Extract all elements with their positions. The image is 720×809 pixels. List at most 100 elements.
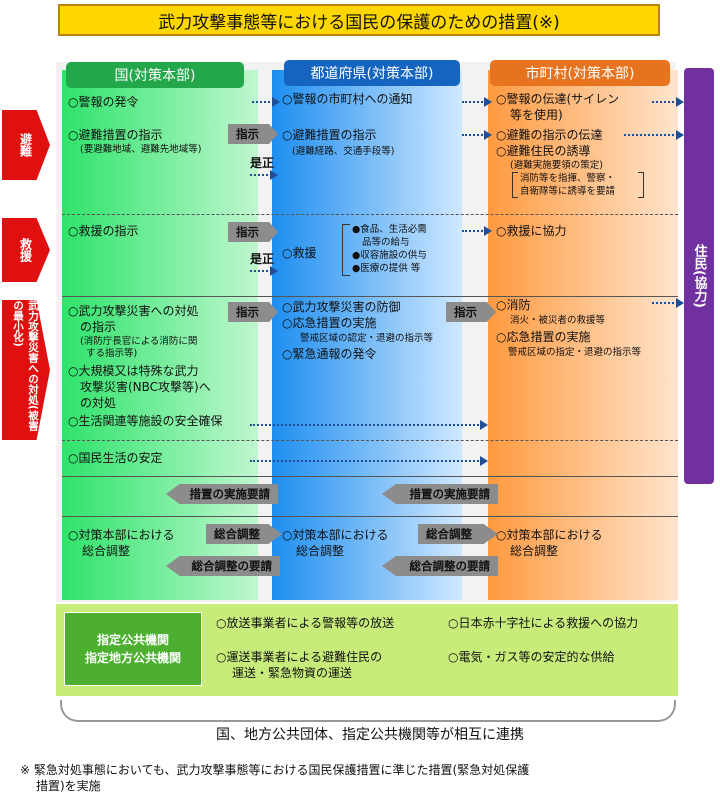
ken-kyuen-item2: ●収容施設の供与 <box>352 250 427 261</box>
row-divider-1 <box>62 214 678 215</box>
ken-okyu-sochi: ○応急措置の実施 <box>282 316 377 330</box>
designated-label-1: 指定公共機関 <box>96 633 169 647</box>
dotted-arrow-head <box>676 130 684 140</box>
shi-shobo-sub: 消火・被災者の救援等 <box>510 315 606 326</box>
resident-bar: 住民(協力) <box>684 68 714 484</box>
dotted-arrow-head <box>484 130 492 140</box>
ken-kyuen-brace <box>342 224 350 276</box>
cooperation-text: 国、地方公共団体、指定公共機関等が相互に連携 <box>160 724 580 746</box>
shi-sogo-chosei-2: 総合調整 <box>510 544 559 558</box>
row-label-kyuen: 救援 <box>2 218 50 282</box>
dotted-arrow-head <box>484 226 492 236</box>
row-divider-5 <box>62 516 678 517</box>
shi-kyuen-kyoryoku: ○救援に協力 <box>496 224 567 238</box>
ken-sogo-chosei-1: ○対策本部における <box>282 528 389 542</box>
designated-item-3b: 運送・緊急物資の運送 <box>232 666 353 680</box>
arrow-sogo-chosei-yousei-2: 総合調整の要請 <box>382 556 498 576</box>
label-zesei-hinan: 是正 <box>250 156 275 170</box>
column-kuni <box>62 70 258 600</box>
arrow-sochi-yousei-1: 措置の実施要請 <box>166 484 278 504</box>
cooperation-brace <box>60 700 676 722</box>
shi-yudo-brace-right <box>638 172 644 198</box>
arrow-shiji-kyuen: 指示 <box>228 222 278 242</box>
dotted-arrow-shisetsu <box>250 424 482 426</box>
kuni-nbc-3: の対処 <box>80 396 117 410</box>
row-divider-4 <box>62 476 678 477</box>
kuni-shobo-sub1: (消防庁長官による消防に関 <box>80 336 198 347</box>
arrow-sogo-chosei-2: 総合調整 <box>418 524 498 544</box>
arrow-shiji-saigai-2: 指示 <box>446 302 496 322</box>
kuni-nbc-1: ○大規模又は特殊な武力 <box>68 364 199 378</box>
dotted-arrow-zesei-1 <box>250 174 272 176</box>
header-ken: 都道府県(対策本部) <box>284 60 460 86</box>
ken-bogyo: ○武力攻撃災害の防御 <box>282 300 401 314</box>
ken-hinan-shiji: ○避難措置の指示 <box>282 128 377 142</box>
dotted-arrow-keiho-1 <box>252 101 274 103</box>
ken-kinkyu-tsuho: ○緊急通報の発令 <box>282 347 377 361</box>
designated-item-2: ○日本赤十字社による救援への協力 <box>448 616 639 630</box>
shi-hinan-yudo-sub3: 自衛隊等に誘導を要請 <box>520 186 616 197</box>
dotted-arrow-head <box>676 97 684 107</box>
kuni-kyuen-shiji: ○救援の指示 <box>68 224 139 238</box>
ken-kyuen-item1b: 品等の給与 <box>362 237 410 248</box>
shi-hinan-yudo-sub1: (避難実施要領の策定) <box>510 160 603 171</box>
dotted-arrow-head <box>676 298 684 308</box>
column-ken <box>272 70 462 600</box>
row-label-buryoku: 武力攻撃災害への対処(被害の最小化) <box>2 300 50 440</box>
shi-hinan-yudo: ○避難住民の誘導 <box>496 144 591 158</box>
arrow-shiji-hinan: 指示 <box>228 124 278 144</box>
dotted-arrow-seikatsu <box>250 460 482 462</box>
arrow-sochi-yousei-2: 措置の実施要請 <box>382 484 498 504</box>
dotted-arrow-head <box>480 456 488 466</box>
designated-item-4: ○電気・ガス等の安定的な供給 <box>448 650 615 664</box>
designated-label-2: 指定地方公共機関 <box>84 651 181 665</box>
kuni-shisetsu-anzen: ○生活関連等施設の安全確保 <box>68 414 223 428</box>
row-label-hinan: 避難 <box>2 110 50 180</box>
kuni-keiho: ○警報の発令 <box>68 95 139 109</box>
footnote-line1: ※ 緊急対処事態においても、武力攻撃事態等における国民保護措置に準じた措置(緊急… <box>20 763 530 777</box>
header-kuni: 国(対策本部) <box>66 62 244 88</box>
kuni-sogo-chosei-1: ○対策本部における <box>68 528 175 542</box>
footnote-line2: 措置)を実施 <box>36 779 101 793</box>
kuni-hinan-shiji: ○避難措置の指示 <box>68 128 163 142</box>
ken-kyuen-item3: ●医療の提供 等 <box>352 263 421 274</box>
shi-shobo: ○消防 <box>496 298 531 312</box>
shi-keiho-dentatsu-2: 等を使用) <box>510 108 563 122</box>
designated-item-1: ○放送事業者による警報等の放送 <box>216 616 395 630</box>
dotted-arrow-zesei-2 <box>250 270 272 272</box>
ken-okyu-sub: 警戒区域の認定・退避の指示等 <box>300 333 434 344</box>
dotted-arrow-keiho-2 <box>462 101 486 103</box>
header-shi: 市町村(対策本部) <box>490 60 670 86</box>
shi-okyu-sub: 警戒区域の指定・退避の指示等 <box>508 347 642 358</box>
ken-sogo-chosei-2: 総合調整 <box>296 544 345 558</box>
dotted-arrow-head <box>270 170 278 180</box>
arrow-sogo-chosei-1: 総合調整 <box>206 524 282 544</box>
dotted-arrow-kyuen-2 <box>462 230 486 232</box>
page-title: 武力攻撃事態等における国民の保護のための措置(※) <box>58 4 660 36</box>
kuni-hinan-sub: (要避難地域、避難先地域等) <box>80 144 202 155</box>
row-divider-3 <box>62 440 678 441</box>
dotted-arrow-hinan-3 <box>624 134 678 136</box>
shi-hinan-yudo-sub2: 消防等を指揮、警察・ <box>520 173 616 184</box>
dotted-arrow-head <box>272 97 280 107</box>
row-divider-2 <box>62 296 678 297</box>
shi-yudo-brace-left <box>512 172 518 198</box>
shi-okyu-sochi: ○応急措置の実施 <box>496 330 591 344</box>
arrow-sogo-chosei-yousei-1: 総合調整の要請 <box>166 556 280 576</box>
dotted-arrow-keiho-3 <box>652 101 678 103</box>
ken-hinan-sub: (避難経路、交通手段等) <box>292 146 395 157</box>
shi-hinan-dentatsu: ○避難の指示の伝達 <box>496 128 603 142</box>
kuni-nbc-2: 攻撃災害(NBC攻撃等)へ <box>80 380 211 394</box>
ken-keiho-tsuchi: ○警報の市町村への通知 <box>282 92 413 106</box>
kuni-sogo-chosei-2: 総合調整 <box>82 544 131 558</box>
dotted-arrow-head <box>270 266 278 276</box>
designated-label: 指定公共機関 指定地方公共機関 <box>64 612 202 686</box>
label-zesei-kyuen: 是正 <box>250 252 275 266</box>
kuni-saigai-taisho-2: の指示 <box>80 320 117 334</box>
dotted-arrow-head <box>484 97 492 107</box>
ken-kyuen-item1: ●食品、生活必需 <box>352 224 427 235</box>
kuni-shobo-sub2: する指示等) <box>86 348 138 359</box>
shi-sogo-chosei-1: ○対策本部における <box>496 528 603 542</box>
ken-kyuen: ○救援 <box>282 246 317 260</box>
kuni-seikatsu-antei: ○国民生活の安定 <box>68 451 163 465</box>
